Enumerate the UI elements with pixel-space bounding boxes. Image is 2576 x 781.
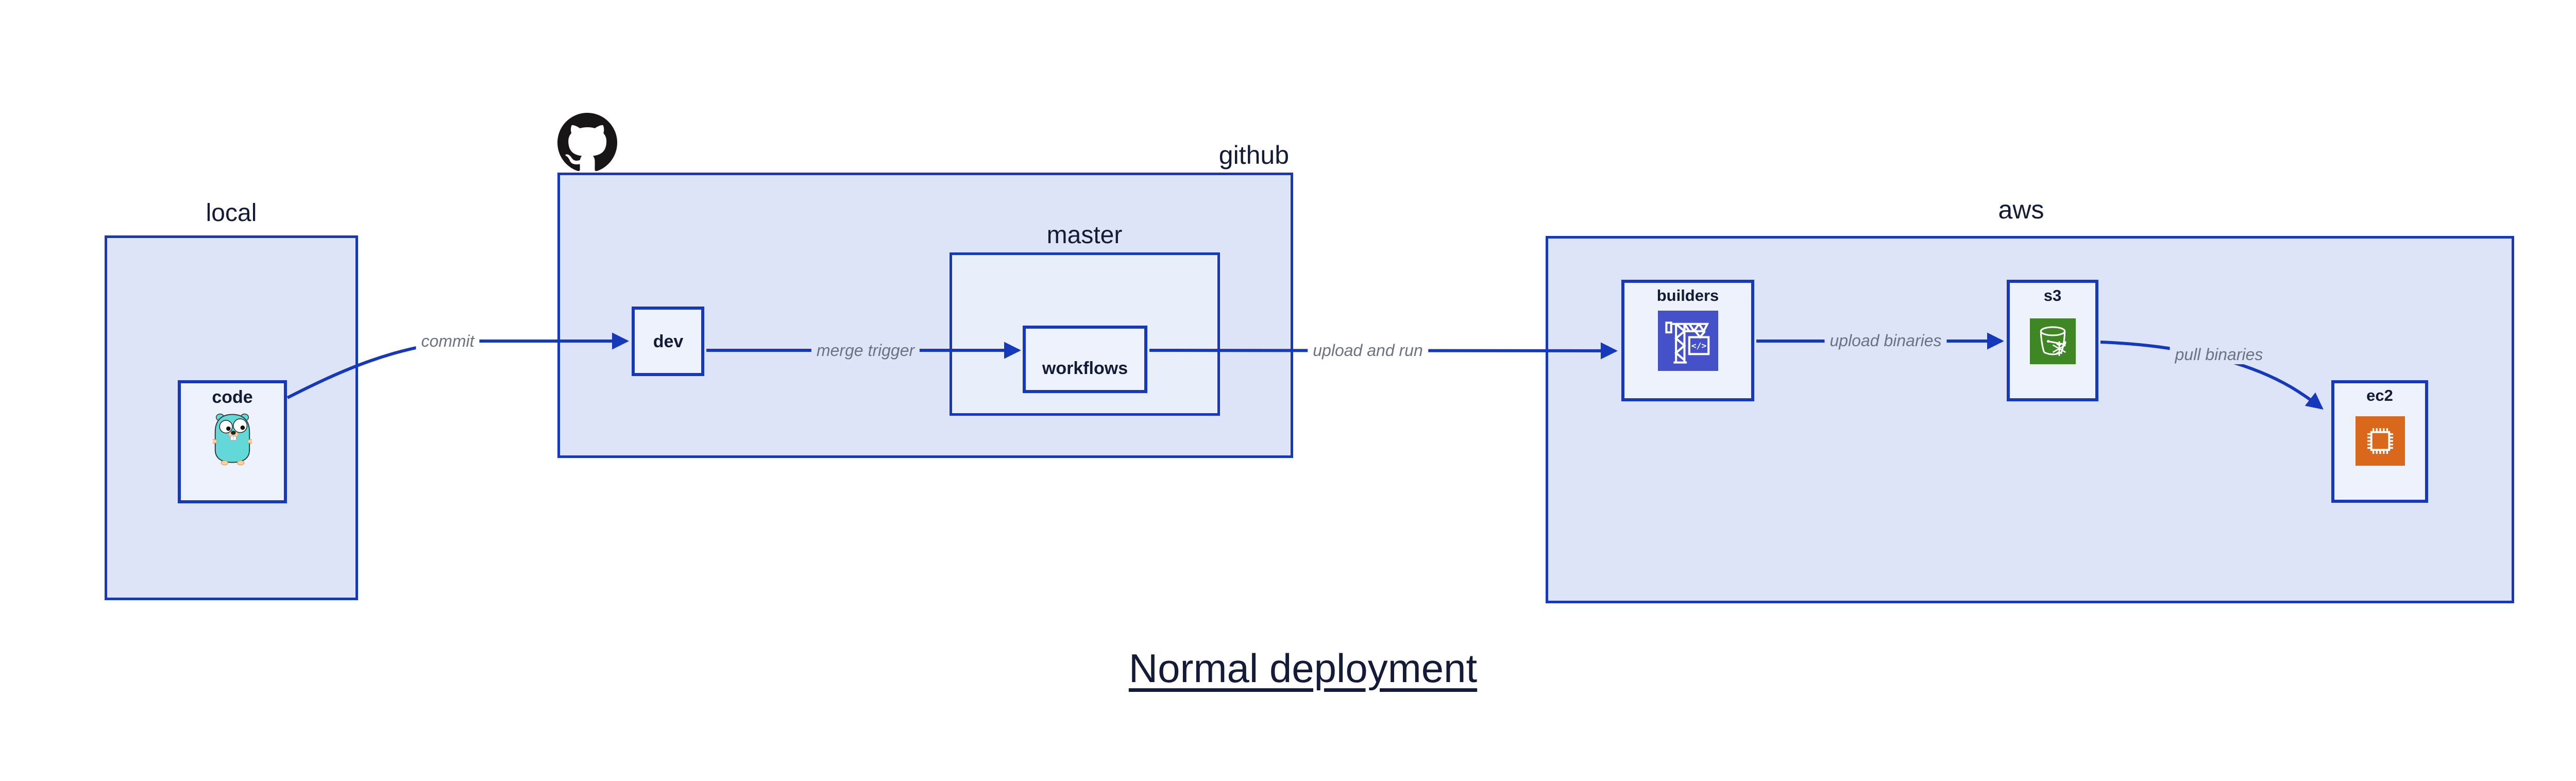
aws-s3-glacier-icon — [2030, 318, 2076, 364]
node-workflows-box — [1023, 326, 1147, 393]
node-s3-box — [2007, 280, 2098, 401]
node-workflows-label: workflows — [1042, 359, 1128, 378]
node-builders-label: builders — [1656, 286, 1719, 304]
edge-label-upload-binaries: upload binaries — [1824, 331, 1947, 350]
node-dev-box — [632, 307, 704, 376]
github-octocat-icon — [557, 113, 617, 172]
aws-ec2-chip-icon — [2355, 416, 2405, 466]
edge-label-upload-and-run: upload and run — [1308, 341, 1428, 360]
edge-label-pull-binaries: pull binaries — [2170, 345, 2268, 364]
node-s3-label: s3 — [2043, 286, 2062, 304]
group-github-label: github — [1218, 141, 1289, 169]
group-aws-label: aws — [1998, 195, 2044, 224]
edge-pull-binaries-line — [2100, 341, 2324, 410]
aws-codebuild-icon: </> — [1658, 311, 1718, 371]
group-master-label: master — [1046, 222, 1123, 249]
edge-label-merge-trigger: merge trigger — [811, 341, 920, 360]
node-code-label: code — [212, 387, 253, 407]
go-gopher-icon — [213, 413, 252, 466]
diagram-title: Normal deployment — [1128, 646, 1478, 691]
edge-label-commit: commit — [416, 331, 480, 351]
svg-text:</>: </> — [1691, 341, 1707, 351]
node-builders-box — [1621, 280, 1754, 401]
group-local-label: local — [206, 199, 257, 227]
node-ec2-label: ec2 — [2366, 386, 2393, 404]
node-dev-label: dev — [653, 332, 684, 351]
